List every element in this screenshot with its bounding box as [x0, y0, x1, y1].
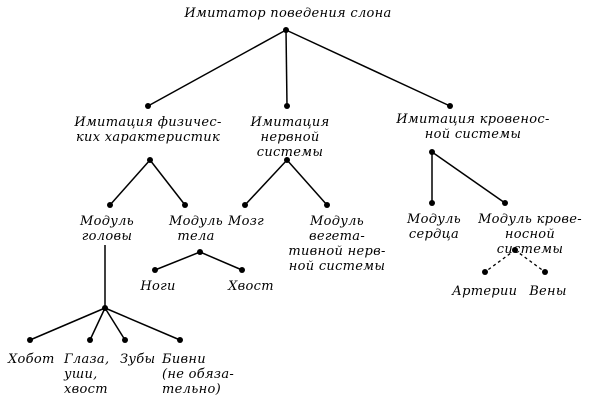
node-veins: Вены [529, 284, 567, 299]
edge-head-eyes [89, 307, 106, 341]
dot-brain-top [242, 202, 248, 208]
node-eyes-ears-tail: Глаза, уши, хвост [64, 352, 110, 397]
dot-nervous-top [284, 103, 290, 109]
node-trunk: Хобот [8, 352, 55, 367]
edge-root-blood [285, 29, 451, 107]
edge-bloodmodule-veins [514, 249, 546, 273]
edge-nervous-vegetative [286, 159, 328, 206]
edge-bloodmodule-arteries [484, 249, 516, 273]
dot-legs [152, 267, 158, 273]
dot-bloodmodule-bottom [512, 247, 518, 253]
node-blood: Имитация кровенос- ной системы [396, 112, 550, 142]
dot-tail-body [239, 267, 245, 273]
node-arteries: Артерии [452, 284, 518, 299]
edge-physical-body [149, 159, 186, 206]
edge-nervous-brain [244, 159, 288, 206]
node-head-module: Модуль головы [79, 214, 135, 244]
dot-head-stem [102, 305, 108, 311]
dot-physical-bottom [147, 157, 153, 163]
edge-head-teeth [104, 307, 126, 341]
node-vegetative: Модуль вегета- тивной нерв- ной системы [288, 214, 386, 274]
edge-root-physical [147, 29, 287, 107]
dot-blood-top [447, 103, 453, 109]
dot-body-bottom [197, 249, 203, 255]
edge-body-tail [199, 251, 243, 271]
edge-head-trunk [29, 307, 106, 341]
dot-body-top [182, 202, 188, 208]
dot-bloodmodule-top [502, 200, 508, 206]
dot-arteries [482, 269, 488, 275]
edge-head-tusks [104, 307, 181, 341]
dot-trunk [27, 337, 33, 343]
node-legs: Ноги [140, 279, 176, 294]
node-tail-body: Хвост [228, 279, 274, 294]
edge-root-nervous [285, 29, 288, 107]
dot-nervous-bottom [284, 157, 290, 163]
dot-veins [542, 269, 548, 275]
dot-eyes [87, 337, 93, 343]
node-teeth: Зубы [120, 352, 156, 367]
node-heart: Модуль сердца [406, 212, 462, 242]
node-blood-module: Модуль крове- носной системы [478, 212, 582, 257]
node-physical: Имитация физичес- ких характеристик [74, 115, 222, 145]
dot-head-top [107, 202, 113, 208]
node-nervous: Имитация нервной системы [250, 115, 330, 160]
edge-physical-head [109, 159, 151, 206]
dot-tusks [177, 337, 183, 343]
node-brain: Мозг [228, 214, 264, 229]
edge-body-legs [154, 251, 201, 271]
node-body-module: Модуль тела [168, 214, 224, 244]
dot-physical-top [145, 103, 151, 109]
dot-heart-top [429, 200, 435, 206]
node-tusks: Бивни (не обяза- тельно) [162, 352, 235, 397]
dot-vegetative-top [324, 202, 330, 208]
dot-root [283, 27, 289, 33]
node-root: Имитатор поведения слона [184, 6, 392, 21]
edge-blood-bloodmodule [431, 151, 506, 204]
dot-blood-bottom [429, 149, 435, 155]
dot-teeth [122, 337, 128, 343]
